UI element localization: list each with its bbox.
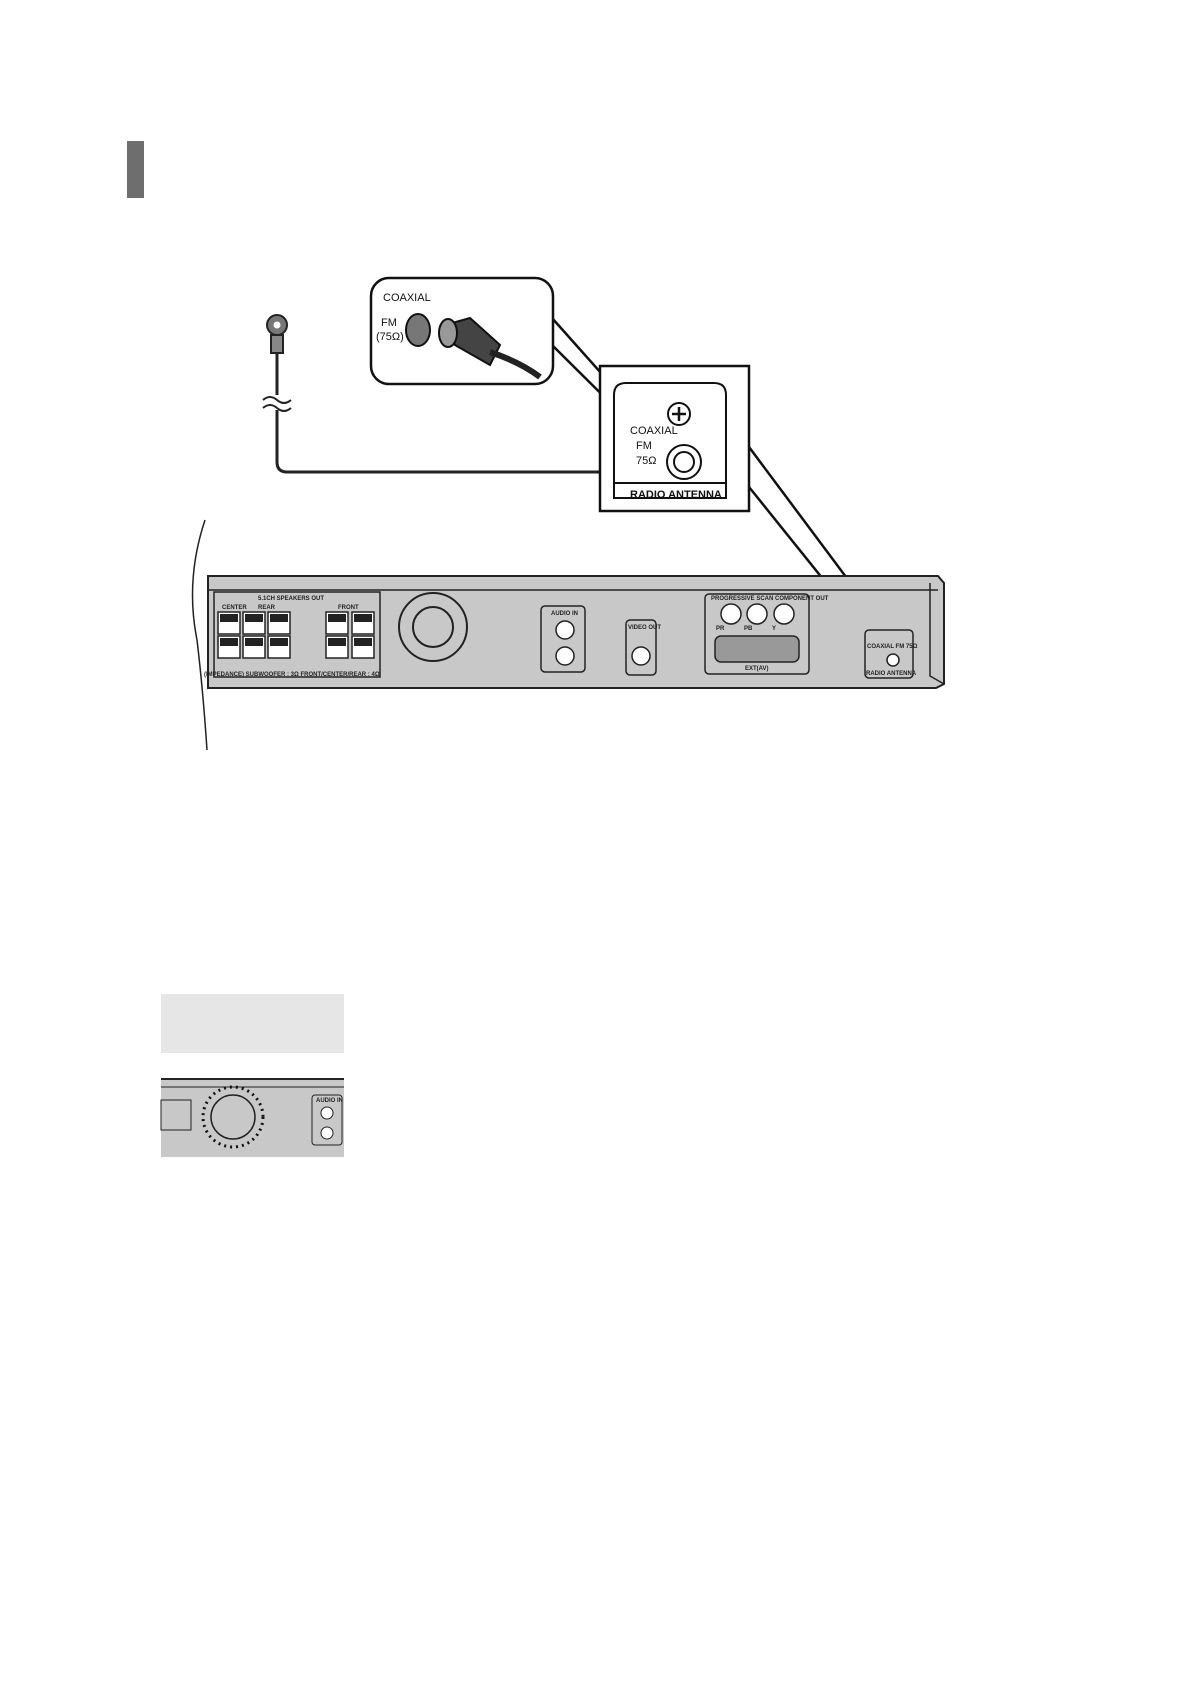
pb-label: PB [744,626,753,632]
video-out-label: VIDEO OUT [628,625,661,631]
speakers-out-label: 5.1CH SPEAKERS OUT [258,596,324,602]
antenna-panel-title: RADIO ANTENNA [630,489,722,501]
speaker-terminal-clip [270,638,288,646]
fan-thumbnail: AUDIO IN [160,1078,344,1157]
audio-in-label: AUDIO IN [551,611,578,617]
callout-impedance-label: (75Ω) [376,331,404,343]
fm-antenna-wire [262,314,682,474]
coaxial-plug-callout: COAXIAL FM (75Ω) [369,276,555,386]
speaker-terminal-clip [270,614,288,622]
fm-socket-icon [405,313,431,347]
speaker-terminal-clip [220,614,238,622]
thumbnail-audio-in-label: AUDIO IN [316,1098,343,1104]
antenna-small-label: COAXIAL FM 75Ω [867,644,918,650]
antenna-impedance-label: 75Ω [636,455,656,467]
section-marker-bar [127,141,144,198]
radio-antenna-panel-zoom: COAXIAL FM 75Ω RADIO ANTENNA [598,364,751,513]
speaker-terminal-clip [328,638,346,646]
scart-connector [714,635,800,663]
component-out-label: PROGRESSIVE SCAN COMPONENT OUT [711,596,829,602]
front-label: FRONT [338,605,359,611]
speaker-terminal-clip [245,638,263,646]
audio-in-jack [555,620,575,640]
speaker-terminal-clip [220,638,238,646]
antenna-fm-label: FM [636,440,652,452]
pr-label: PR [716,626,725,632]
speaker-terminal-clip [328,614,346,622]
speaker-terminals [217,611,375,659]
video-out-jack [631,646,651,666]
y-label: Y [772,626,776,632]
fan-vent-icon [398,592,468,662]
center-label: CENTER [222,605,247,611]
ext-av-label: EXT(AV) [745,666,769,672]
rear-panel: 5.1CH SPEAKERS OUT CENTER REAR FRONT (IM… [191,519,945,751]
speaker-terminal-clip [245,614,263,622]
radio-antenna-small-label: RADIO ANTENNA [866,671,917,677]
note-box [161,994,344,1053]
audio-in-jack [555,646,575,666]
antenna-coaxial-label: COAXIAL [630,425,678,437]
rear-label: REAR [258,605,276,611]
callout-coaxial-label: COAXIAL [383,292,431,304]
impedance-note: (IMPEDANCE) SUBWOOFER : 3Ω FRONT/CENTER/… [204,672,380,678]
speaker-terminal-clip [354,638,372,646]
speaker-terminal-clip [354,614,372,622]
callout-fm-label: FM [381,317,397,329]
coaxial-plug-icon [438,316,542,380]
